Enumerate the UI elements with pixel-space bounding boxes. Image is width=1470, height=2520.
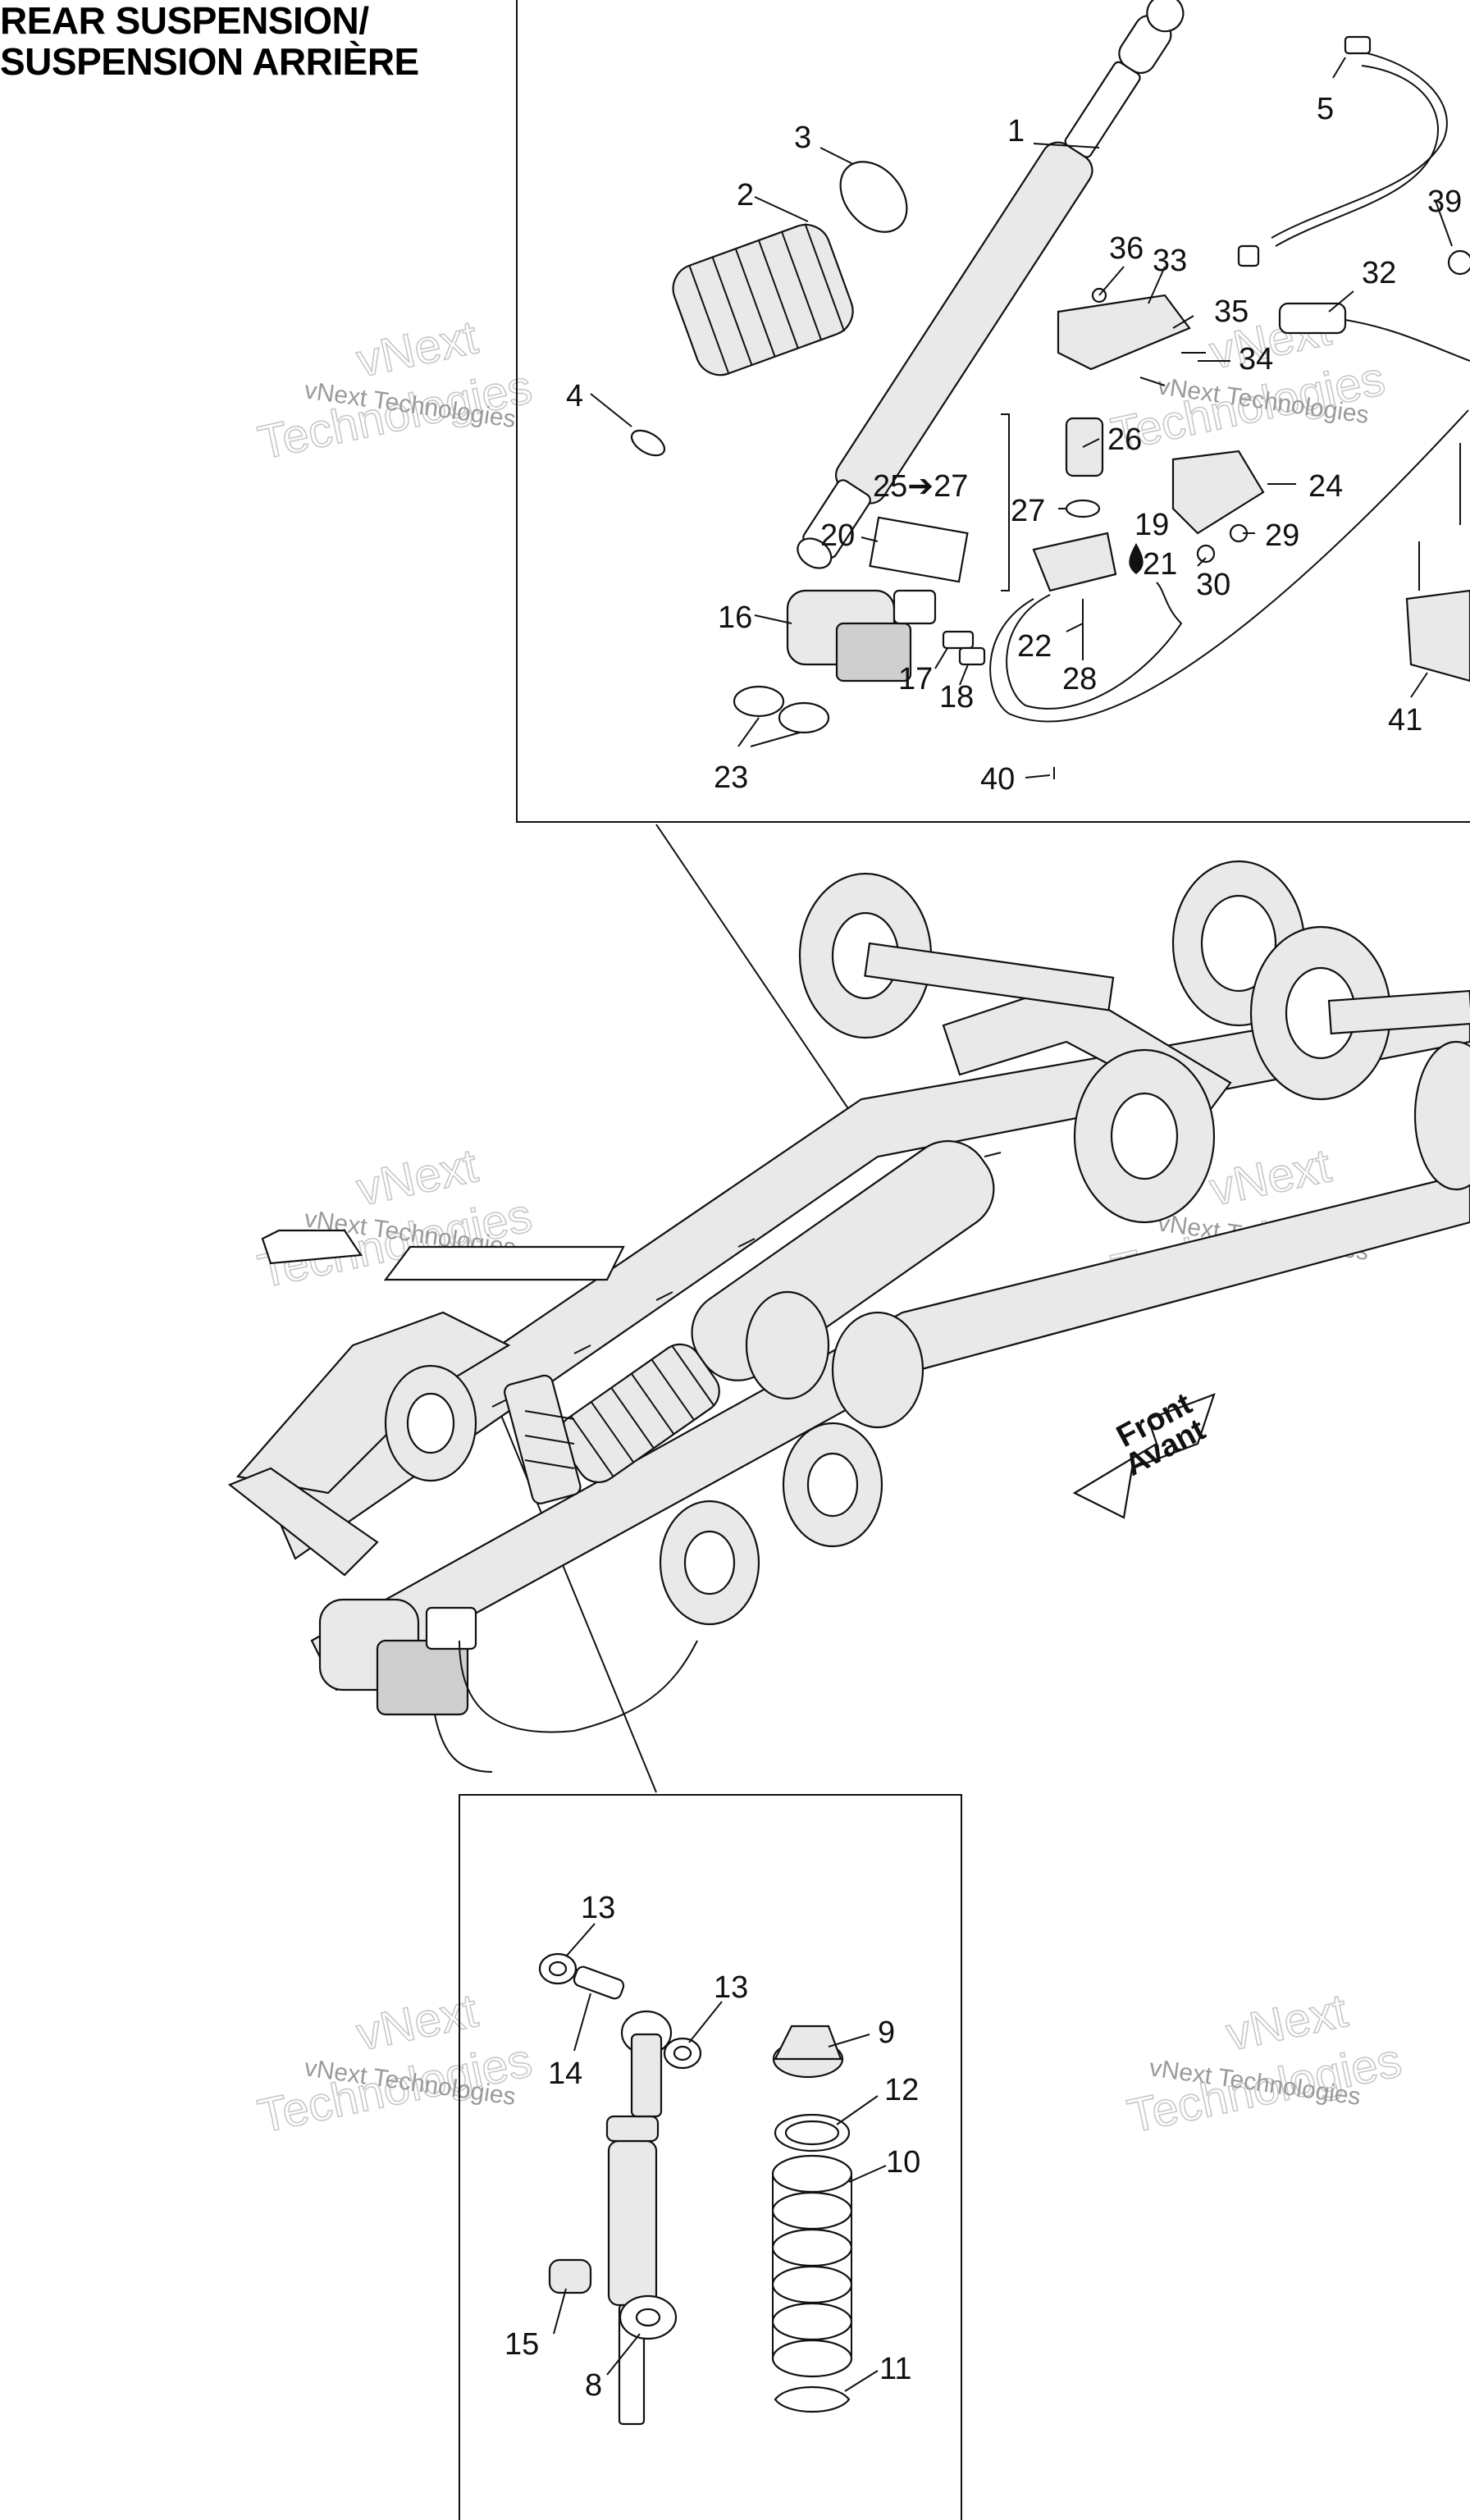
ring-part-3 [839,161,908,233]
callout-1: 1 [1007,114,1025,148]
callout-8: 8 [585,2368,602,2403]
oil-drop-icon [1129,543,1144,574]
callout-9: 9 [878,2016,895,2050]
rear-bumper [227,1467,379,1577]
callout-35: 35 [1214,294,1249,329]
callout-39: 39 [1427,185,1462,219]
spring-part-10 [771,2154,853,2378]
wheel-center [1073,1048,1216,1224]
boot-part-2 [672,223,854,377]
rear-shock-assembly [504,1374,582,1504]
callout-10: 10 [886,2145,920,2180]
leader-lines-top [590,57,1453,778]
wheel-far-right [1413,1040,1470,1191]
callout-27: 27 [1011,494,1045,528]
fitting-part-39 [1447,249,1470,276]
callout-11: 11 [879,2352,911,2386]
circlip-part-4 [630,429,666,457]
label-part-20 [869,516,969,583]
rear-shock-part-8 [605,2010,678,2426]
callout-34: 34 [1239,342,1273,377]
callout-26: 26 [1107,422,1142,457]
bushing-part-13b [663,2037,702,2070]
wheel-lower-2 [659,1500,760,1626]
top-detail-box: 1 2 3 4 5 36 33 35 34 32 39 24 29 30 26 … [516,0,1470,823]
callout-24: 24 [1308,469,1343,504]
callout-19: 19 [1134,508,1169,542]
callout-13-right: 13 [714,1970,748,2005]
air-shock-part-1 [797,0,1185,569]
retainer-part-11 [774,2386,851,2413]
fitting-part-17 [942,630,975,650]
bushing-part-15 [548,2258,592,2294]
callouts-bottom: 13 13 14 9 12 10 11 15 8 [504,1891,920,2403]
callout-30: 30 [1196,568,1230,602]
fitting-part-32 [1278,302,1347,335]
callout-3: 3 [794,121,811,155]
watermark-bottom-right: vNext Technologies vNext Technologies [1122,1984,1406,2144]
callout-18: 18 [939,680,974,714]
leader-lines-bottom [553,1923,887,2392]
clamp-part-23a [733,685,785,718]
actuator-part-16 [786,589,937,682]
callout-2: 2 [737,178,754,212]
callout-21: 21 [1143,547,1177,582]
callout-16: 16 [718,600,752,635]
line-part-22 [1006,582,1183,710]
callout-17: 17 [898,662,933,696]
fitting-part-18 [958,646,986,666]
page-title-line-1: REAR SUSPENSION/ [0,0,369,42]
spring-seat-part-9 [772,2025,844,2079]
callout-15: 15 [504,2327,539,2362]
clamp-part-23b [778,701,830,734]
wheel-mid-1 [745,1290,830,1400]
page-title: REAR SUSPENSION/ SUSPENSION ARRIÈRE [0,0,419,82]
mount-part-24 [1171,450,1265,535]
rear-arm [235,1311,511,1495]
bushing-part-13a [538,1952,578,1985]
callout-20: 20 [820,518,855,553]
wheel-mid-2 [831,1311,924,1429]
callout-22: 22 [1017,629,1052,664]
callout-23: 23 [714,760,748,795]
callout-41: 41 [1388,703,1422,737]
block-part-28 [1032,532,1117,592]
callout-4: 4 [566,379,583,413]
suspension-assembly: Front Avant [227,824,1470,1793]
callout-25-27: 25➔27 [873,469,968,504]
wheel-right [1249,925,1392,1101]
callout-33: 33 [1153,244,1187,278]
wheel-rear [384,1364,477,1482]
callout-5: 5 [1317,92,1334,126]
sleeve-part-14 [573,1965,625,2000]
bracket-part-41 [1405,589,1470,682]
watermark-bottom-left: vNext Technologies vNext Technologies [253,1984,536,2144]
callout-12: 12 [884,2073,919,2107]
oring-part-27 [1065,499,1101,518]
front-arrow-icon: Front Avant [1072,1386,1216,1519]
wheel-lower-1 [782,1422,883,1548]
callout-28: 28 [1062,662,1097,696]
callouts-top: 1 2 3 4 5 36 33 35 34 32 39 24 29 30 26 … [566,92,1462,797]
bracket-part-33 [1057,294,1191,371]
callout-13-top: 13 [581,1891,615,1925]
callout-40: 40 [980,762,1015,797]
bottom-detail-box: 13 13 14 9 12 10 11 15 8 [459,1794,962,2520]
callout-36: 36 [1109,231,1144,266]
page-title-line-2: SUSPENSION ARRIÈRE [0,40,419,83]
callout-29: 29 [1265,518,1299,553]
watermark-top-left: vNext Technologies vNext Technologies [253,310,536,471]
callout-32: 32 [1362,256,1396,290]
actuator-main [318,1598,477,1716]
callout-14: 14 [548,2057,582,2091]
hose-part-5 [1271,48,1448,239]
